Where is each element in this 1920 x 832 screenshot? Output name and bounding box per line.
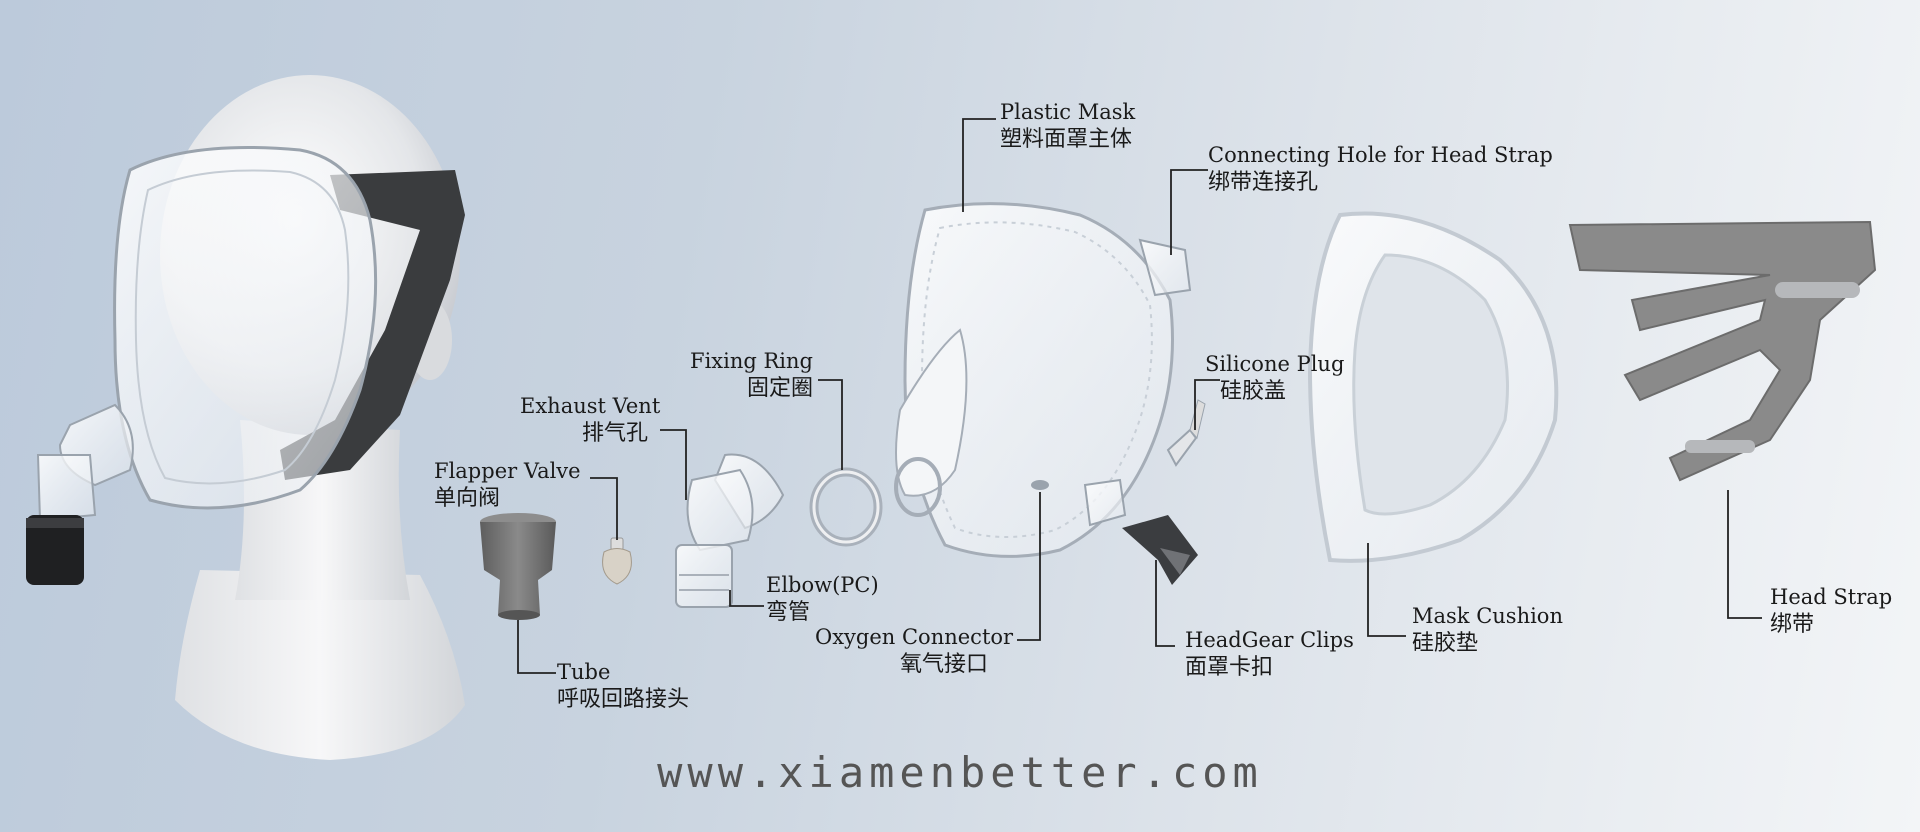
label-fixing-ring-zh: 固定圈 [746, 376, 813, 402]
label-flapper-valve-zh: 单向阀 [434, 486, 501, 512]
elbow-part [675, 453, 785, 608]
label-exhaust-vent-zh: 排气孔 [582, 421, 649, 447]
label-head-strap-en: Head Strap [1770, 585, 1893, 609]
leader-line-oxygen-connector [1017, 492, 1041, 641]
tube-part [480, 513, 556, 620]
leader-line-mask-cushion [1367, 543, 1406, 637]
label-fixing-ring-en: Fixing Ring [690, 349, 813, 373]
leader-line-elbow [729, 590, 764, 607]
leader-line-flapper-valve [590, 477, 618, 540]
label-elbow: Elbow(PC) 弯管 [766, 573, 879, 625]
leader-line-headgear-clips [1155, 560, 1175, 647]
label-plastic-mask-en: Plastic Mask [1000, 100, 1136, 124]
plastic-mask-part [894, 202, 1192, 558]
label-mask-cushion-en: Mask Cushion [1412, 604, 1563, 628]
label-connecting-hole-zh: 绑带连接孔 [1208, 170, 1319, 196]
head-strap-on-mannequin [280, 170, 465, 480]
label-oxygen-connector: Oxygen Connector 氧气接口 [815, 625, 1013, 677]
label-elbow-en: Elbow(PC) [766, 573, 879, 597]
label-tube: Tube 呼吸回路接头 [557, 660, 689, 712]
mask-on-mannequin [113, 146, 378, 510]
website-url: www.xiamenbetter.com [657, 748, 1263, 797]
mask-cushion-part [1307, 211, 1559, 563]
label-tube-zh: 呼吸回路接头 [557, 687, 690, 713]
fixing-ring-part [809, 467, 883, 547]
label-head-strap-zh: 绑带 [1770, 612, 1815, 638]
label-plastic-mask-zh: 塑料面罩主体 [1000, 127, 1133, 153]
label-plastic-mask: Plastic Mask 塑料面罩主体 [1000, 100, 1135, 152]
label-connecting-hole-en: Connecting Hole for Head Strap [1208, 143, 1553, 167]
label-headgear-clips: HeadGear Clips 面罩卡扣 [1185, 628, 1354, 680]
leader-line-tube [517, 620, 556, 674]
leader-line-head-strap [1727, 490, 1762, 619]
leader-line-fixing-ring [818, 379, 843, 470]
silicone-plug-part [1166, 399, 1206, 467]
label-silicone-plug-en: Silicone Plug [1205, 352, 1345, 376]
label-flapper-valve: Flapper Valve 单向阀 [434, 459, 581, 511]
label-tube-en: Tube [557, 660, 611, 684]
label-connecting-hole: Connecting Hole for Head Strap 绑带连接孔 [1208, 143, 1553, 195]
label-oxygen-connector-zh: 氧气接口 [900, 652, 989, 678]
label-exhaust-vent: Exhaust Vent 排气孔 [520, 394, 660, 446]
label-headgear-clips-en: HeadGear Clips [1185, 628, 1354, 652]
label-mask-cushion: Mask Cushion 硅胶垫 [1412, 604, 1563, 656]
head-strap-part [1568, 220, 1877, 482]
label-exhaust-vent-en: Exhaust Vent [520, 394, 661, 418]
label-oxygen-connector-en: Oxygen Connector [815, 625, 1014, 649]
leader-line-exhaust-vent [660, 429, 687, 500]
label-fixing-ring: Fixing Ring 固定圈 [690, 349, 813, 401]
label-silicone-plug: Silicone Plug 硅胶盖 [1205, 352, 1344, 404]
label-head-strap: Head Strap 绑带 [1770, 585, 1892, 637]
label-silicone-plug-zh: 硅胶盖 [1220, 379, 1287, 405]
elbow-on-mannequin [36, 403, 134, 522]
tube-on-mannequin [26, 515, 84, 585]
leader-lines [517, 118, 1762, 674]
leader-line-connecting-hole [1170, 169, 1208, 255]
leader-line-silicone-plug [1194, 379, 1220, 430]
label-elbow-zh: 弯管 [766, 600, 811, 626]
label-flapper-valve-en: Flapper Valve [434, 459, 581, 483]
flapper-valve-part [602, 537, 632, 585]
leader-line-plastic-mask [962, 118, 996, 212]
label-mask-cushion-zh: 硅胶垫 [1412, 631, 1479, 657]
label-headgear-clips-zh: 面罩卡扣 [1185, 655, 1274, 681]
headgear-clip-part [1122, 515, 1198, 585]
